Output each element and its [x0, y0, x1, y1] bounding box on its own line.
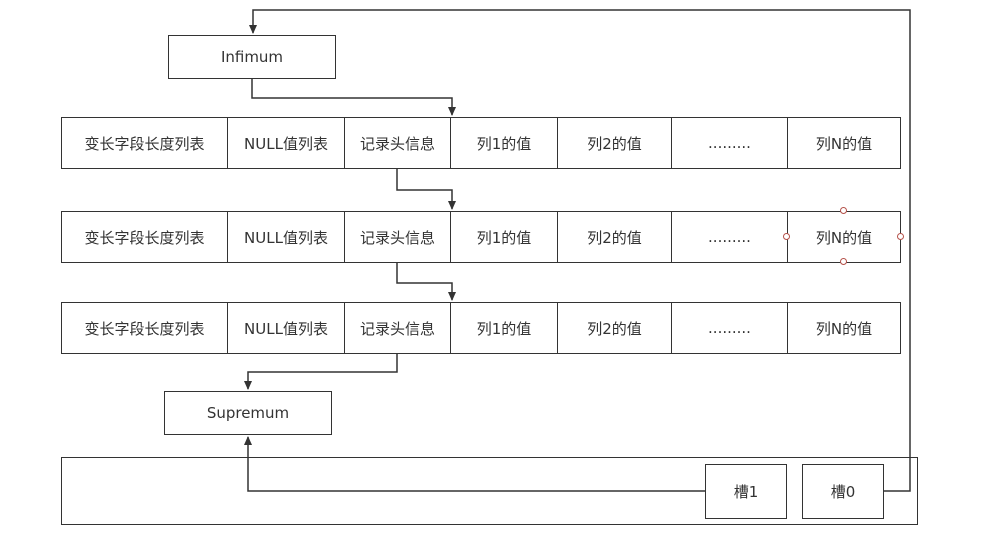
slot-1-label: 槽1 [733, 483, 759, 501]
slot-0-label: 槽0 [830, 483, 856, 501]
infimum-to-record1-arrow[interactable] [251, 79, 456, 116]
cell-column-n[interactable]: 列N的值 [815, 319, 873, 338]
record1-to-record2-arrow[interactable] [396, 169, 456, 210]
cell-record-header[interactable]: 记录头信息 [345, 303, 451, 353]
cell-column-2[interactable]: 列2的值 [558, 212, 672, 262]
cell-variable-length-list[interactable]: 变长字段长度列表 [62, 118, 228, 168]
infimum-label: Infimum [220, 48, 284, 66]
selection-handle-top[interactable] [840, 207, 847, 214]
cell-record-header[interactable]: 记录头信息 [345, 212, 451, 262]
cell-null-list[interactable]: NULL值列表 [228, 212, 345, 262]
cell-column-2[interactable]: 列2的值 [558, 118, 672, 168]
record2-to-record3-arrow[interactable] [396, 263, 456, 301]
cell-variable-length-list[interactable]: 变长字段长度列表 [62, 303, 228, 353]
infimum-record[interactable]: Infimum [168, 35, 336, 79]
record-row-2[interactable]: 变长字段长度列表 NULL值列表 记录头信息 列1的值 列2的值 .......… [61, 211, 901, 263]
selection-handle-right[interactable] [897, 233, 904, 240]
slot-0[interactable]: 槽0 [802, 464, 884, 519]
record-row-1[interactable]: 变长字段长度列表 NULL值列表 记录头信息 列1的值 列2的值 .......… [61, 117, 901, 169]
supremum-label: Supremum [206, 404, 290, 422]
slot0-to-infimum-arrow[interactable] [249, 9, 911, 492]
cell-column-1[interactable]: 列1的值 [451, 303, 558, 353]
supremum-record[interactable]: Supremum [164, 391, 332, 435]
record-row-3[interactable]: 变长字段长度列表 NULL值列表 记录头信息 列1的值 列2的值 .......… [61, 302, 901, 354]
cell-null-list[interactable]: NULL值列表 [228, 303, 345, 353]
cell-ellipsis[interactable]: ......... [672, 118, 788, 168]
selection-handle-left[interactable] [783, 233, 790, 240]
slot1-to-supremum-arrow[interactable] [244, 436, 705, 492]
cell-column-n-selected[interactable]: 列N的值 [815, 228, 873, 247]
cell-record-header[interactable]: 记录头信息 [345, 118, 451, 168]
record3-to-supremum-arrow[interactable] [244, 354, 398, 390]
cell-column-1[interactable]: 列1的值 [451, 212, 558, 262]
selection-handle-bottom[interactable] [840, 258, 847, 265]
slot-1[interactable]: 槽1 [705, 464, 787, 519]
cell-null-list[interactable]: NULL值列表 [228, 118, 345, 168]
cell-variable-length-list[interactable]: 变长字段长度列表 [62, 212, 228, 262]
cell-ellipsis[interactable]: ......... [672, 303, 788, 353]
cell-column-n[interactable]: 列N的值 [815, 134, 873, 153]
cell-column-2[interactable]: 列2的值 [558, 303, 672, 353]
cell-column-1[interactable]: 列1的值 [451, 118, 558, 168]
